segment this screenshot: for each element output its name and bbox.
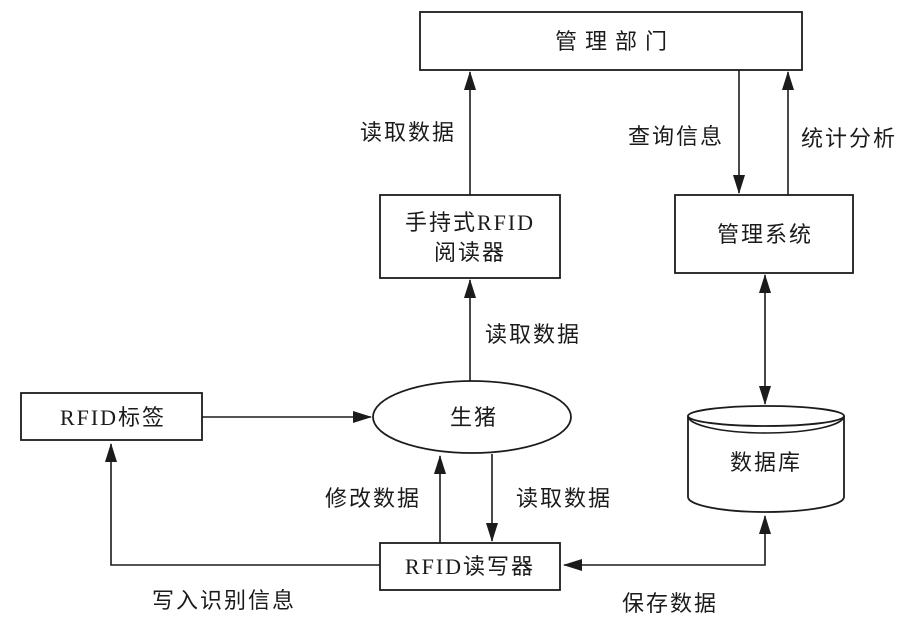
edge-label-read-data-top: 读取数据: [360, 120, 456, 145]
arrow-reader-database: [563, 515, 771, 571]
rfid-reader-writer-label: RFID读写器: [405, 554, 535, 579]
edge-label-modify-data: 修改数据: [325, 486, 421, 511]
database-label: 数据库: [730, 450, 802, 475]
pig-label: 生猪: [450, 405, 498, 430]
edge-label-read-data-bottom: 读取数据: [516, 486, 612, 511]
rfid-tag-box: [20, 392, 203, 441]
edge-label-write-id-info: 写入识别信息: [152, 588, 296, 613]
handheld-reader-box: [379, 194, 561, 279]
management-system-box: [674, 194, 854, 274]
database-cylinder-top: [687, 405, 845, 427]
rfid-tag-label: RFID标签: [60, 405, 166, 430]
handheld-reader-label-line1: 手持式RFID: [405, 210, 535, 235]
edge-label-query-info: 查询信息: [628, 124, 724, 149]
management-system-label: 管理系统: [717, 222, 813, 247]
handheld-reader-label-line2: 阅读器: [434, 240, 506, 265]
edge-label-save-data: 保存数据: [622, 591, 718, 616]
edge-label-read-data-mid: 读取数据: [485, 322, 581, 347]
management-dept-label: 管理部门: [555, 29, 675, 54]
database-cylinder: 数据库: [687, 405, 845, 513]
database-cylinder-body: [687, 416, 845, 513]
database-cylinder-rim: [687, 415, 845, 434]
arrow-reader-to-tag: [105, 443, 380, 566]
pig-ellipse: [372, 380, 572, 454]
management-dept-box: [419, 11, 803, 71]
rfid-reader-writer-box: [379, 542, 561, 591]
edge-label-stat-analysis: 统计分析: [801, 126, 897, 151]
